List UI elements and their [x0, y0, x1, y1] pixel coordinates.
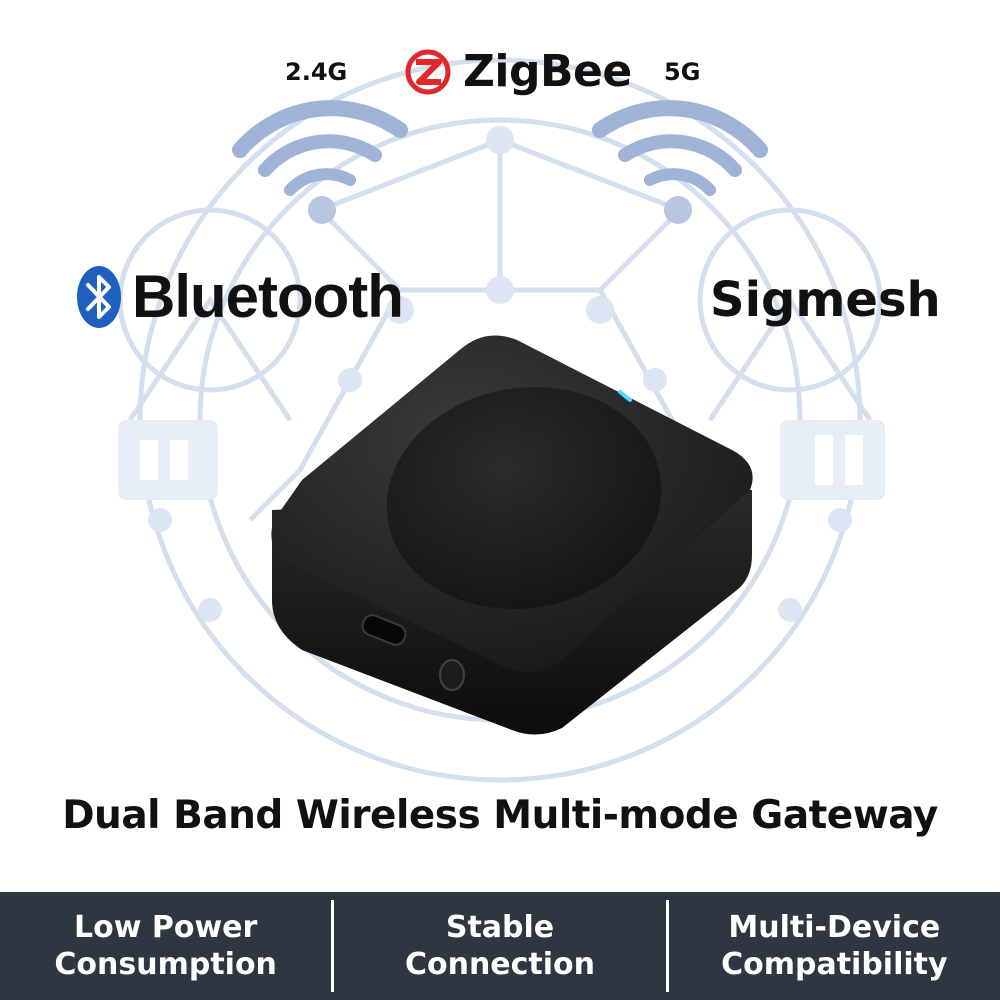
feature-line: Multi-Device: [728, 910, 941, 945]
sigmesh-label: Sigmesh: [710, 272, 941, 328]
band-5g-label: 5G: [664, 58, 701, 86]
zigbee-logo-icon: [405, 49, 451, 94]
bluetooth-icon: [77, 265, 121, 328]
feature-line: Connection: [404, 947, 596, 982]
zigbee-label: ZigBee: [463, 46, 632, 97]
zigbee-badge: ZigBee: [405, 46, 632, 97]
feature-line: Compatibility: [721, 947, 948, 982]
band-24g-label: 2.4G: [285, 58, 348, 86]
feature-divider: [331, 900, 335, 992]
feature-line: Stable: [445, 910, 555, 945]
gateway-device-image: [271, 335, 753, 735]
bluetooth-label: Bluetooth: [132, 263, 404, 330]
feature-divider: [665, 900, 669, 992]
bluetooth-badge: Bluetooth: [76, 262, 404, 331]
wifi-5g-icon: [592, 100, 768, 196]
wifi-2g-icon: [232, 100, 408, 196]
network-background: [117, 57, 885, 783]
feature-line: Consumption: [54, 947, 277, 982]
feature-line: Low Power: [73, 910, 258, 945]
product-title: Dual Band Wireless Multi-mode Gateway: [62, 793, 938, 838]
